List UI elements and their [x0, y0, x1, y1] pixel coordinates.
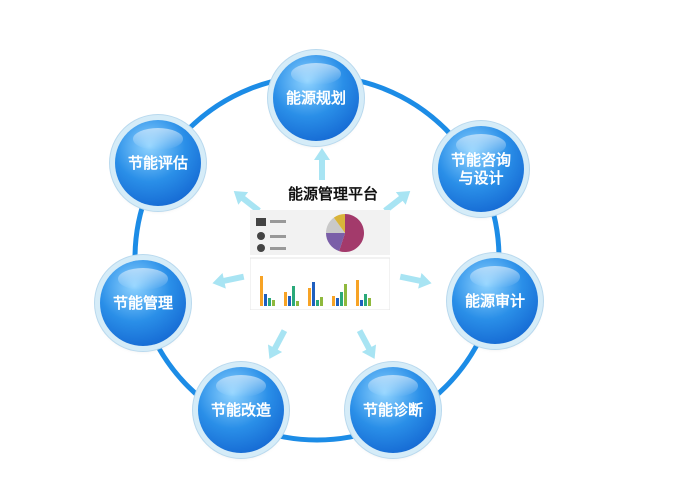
- node-energy-planning[interactable]: 能源规划: [273, 55, 359, 141]
- dashboard-bar: [316, 300, 319, 306]
- dashboard-bar: [288, 296, 291, 306]
- arrow-head: [395, 191, 411, 205]
- node-consulting-design[interactable]: 节能咨询与设计: [438, 126, 524, 212]
- dashboard-bar: [320, 297, 323, 306]
- arrow-head: [418, 272, 432, 289]
- arrow-shaft: [219, 273, 245, 285]
- arrow-head: [314, 148, 330, 160]
- node-diagnosis[interactable]: 节能诊断: [350, 367, 436, 453]
- kpi-icon: [257, 244, 265, 252]
- arrow-head: [233, 191, 249, 205]
- dashboard-bar: [356, 280, 359, 306]
- node-label: 能源审计: [464, 292, 525, 310]
- arrow-shaft: [356, 329, 374, 354]
- dashboard-bars: [260, 276, 371, 306]
- dashboard-bar: [268, 298, 271, 306]
- node-energy-audit[interactable]: 能源审计: [452, 258, 538, 344]
- arrow-shaft: [399, 273, 425, 285]
- dashboard-thumbnail: [250, 210, 390, 310]
- node-label: 能源规划: [285, 89, 346, 107]
- pie-slice: [326, 233, 345, 252]
- node-evaluation[interactable]: 节能评估: [115, 120, 201, 206]
- dashboard-bar: [264, 294, 267, 306]
- kpi-icons: [256, 218, 286, 252]
- node-label: 节能评估: [127, 154, 188, 172]
- arrows-group: [212, 148, 432, 359]
- arrow-shaft: [270, 329, 288, 354]
- node-label: 节能诊断: [362, 401, 423, 419]
- dashboard-bar: [340, 292, 343, 306]
- arrow-head: [361, 344, 377, 359]
- pie-slice: [339, 214, 364, 252]
- dashboard-pie: [326, 214, 364, 252]
- dashboard-bar: [284, 292, 287, 306]
- node-retrofit[interactable]: 节能改造: [198, 367, 284, 453]
- dashboard-bar: [308, 288, 311, 306]
- node-management[interactable]: 节能管理: [100, 260, 186, 346]
- dashboard-bar: [296, 301, 299, 306]
- arrow-head: [267, 344, 283, 359]
- node-label: 节能咨询与设计: [450, 151, 511, 187]
- dashboard-bar: [336, 298, 339, 306]
- dashboard-bar: [344, 284, 347, 306]
- arrow-head: [212, 272, 226, 289]
- dashboard-bar: [364, 294, 367, 306]
- node-label: 节能改造: [210, 401, 271, 419]
- kpi-icon: [256, 218, 266, 226]
- dashboard-bar: [360, 300, 363, 306]
- dashboard-bar: [332, 296, 335, 306]
- node-label: 节能管理: [112, 294, 173, 312]
- dashboard-bar: [260, 276, 263, 306]
- center-title: 能源管理平台: [287, 185, 378, 203]
- pie-slice: [326, 217, 345, 233]
- pie-slice: [333, 214, 345, 233]
- dashboard-bar: [272, 300, 275, 306]
- kpi-text: [270, 247, 286, 250]
- dashboard-bar: [312, 282, 315, 306]
- dashboard-bar: [292, 286, 295, 306]
- kpi-icon: [257, 232, 265, 240]
- kpi-text: [270, 235, 286, 238]
- dashboard-bar: [368, 298, 371, 306]
- kpi-text: [270, 220, 286, 223]
